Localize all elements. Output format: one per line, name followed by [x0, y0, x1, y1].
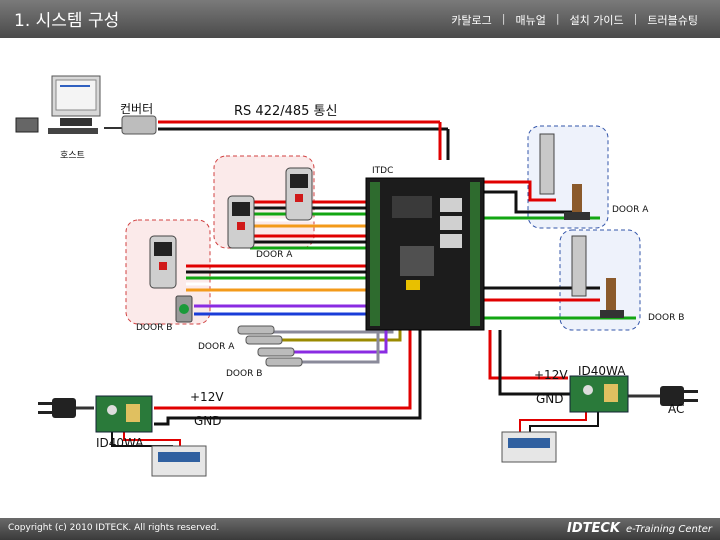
rs485-wires	[104, 120, 450, 160]
power-wires	[76, 330, 662, 464]
lock-door-b	[571, 235, 624, 318]
converter-label: 컨버터	[120, 102, 154, 116]
nav-separator: |	[501, 12, 506, 25]
nav-separator: |	[633, 12, 638, 25]
header-bar: 1. 시스템 구성 카탈로그 | 매뉴얼 | 설치 가이드 | 트러블슈팅	[0, 0, 720, 38]
lock-door-a	[539, 133, 590, 220]
host-label: 호스트	[60, 151, 85, 161]
top-nav: 카탈로그 | 매뉴얼 | 설치 가이드 | 트러블슈팅	[451, 12, 698, 28]
door-a-reader-label: DOOR A	[256, 250, 293, 260]
power-supply-left	[95, 395, 153, 433]
right-gnd-label: GND	[536, 392, 564, 406]
footer-bar: Copyright (c) 2010 IDTECK. All rights re…	[0, 518, 720, 540]
left-gnd-label: GND	[194, 414, 222, 428]
converter-device	[121, 115, 157, 135]
brand-logo-text: IDTECK	[567, 521, 620, 536]
door-a-sensor-label: DOOR A	[198, 342, 235, 352]
ac-plug-right	[660, 386, 698, 406]
nav-separator: |	[555, 12, 560, 25]
nav-install-guide[interactable]: 설치 가이드	[569, 14, 624, 27]
door-a-lock-label: DOOR A	[612, 205, 649, 215]
page-title: 1. 시스템 구성	[14, 11, 120, 31]
brand-tagline: e-Training Center	[625, 524, 712, 535]
nav-troubleshooting[interactable]: 트러블슈팅	[647, 14, 698, 27]
battery-left	[151, 445, 207, 477]
reader-door-a-2	[227, 195, 255, 249]
itdc-controller-board	[365, 177, 485, 331]
ac-label: AC	[668, 402, 685, 416]
battery-right	[501, 431, 557, 463]
exit-button	[175, 295, 193, 323]
right-id40wa-label: ID40WA	[578, 364, 626, 378]
door-sensors	[237, 325, 303, 367]
copyright-text: Copyright (c) 2010 IDTECK. All rights re…	[8, 523, 220, 533]
right-12v-label: +12V	[534, 368, 568, 382]
ac-plug-left	[38, 398, 76, 418]
left-id40wa-label: ID40WA	[96, 436, 144, 450]
power-supply-right	[569, 375, 629, 413]
door-b-reader-label: DOOR B	[136, 323, 173, 333]
door-b-sensor-label: DOOR B	[226, 369, 263, 379]
left-12v-label: +12V	[190, 390, 224, 404]
door-b-lock-label: DOOR B	[648, 313, 685, 323]
rs485-label: RS 422/485 통신	[234, 104, 338, 119]
host-pc	[15, 75, 101, 134]
nav-catalog[interactable]: 카탈로그	[451, 14, 492, 27]
door-sensor-wires	[250, 330, 402, 364]
nav-manual[interactable]: 매뉴얼	[515, 14, 546, 27]
itdc-label: ITDC	[372, 166, 394, 176]
reader-door-b	[149, 235, 177, 289]
reader-door-a-1	[285, 167, 313, 221]
